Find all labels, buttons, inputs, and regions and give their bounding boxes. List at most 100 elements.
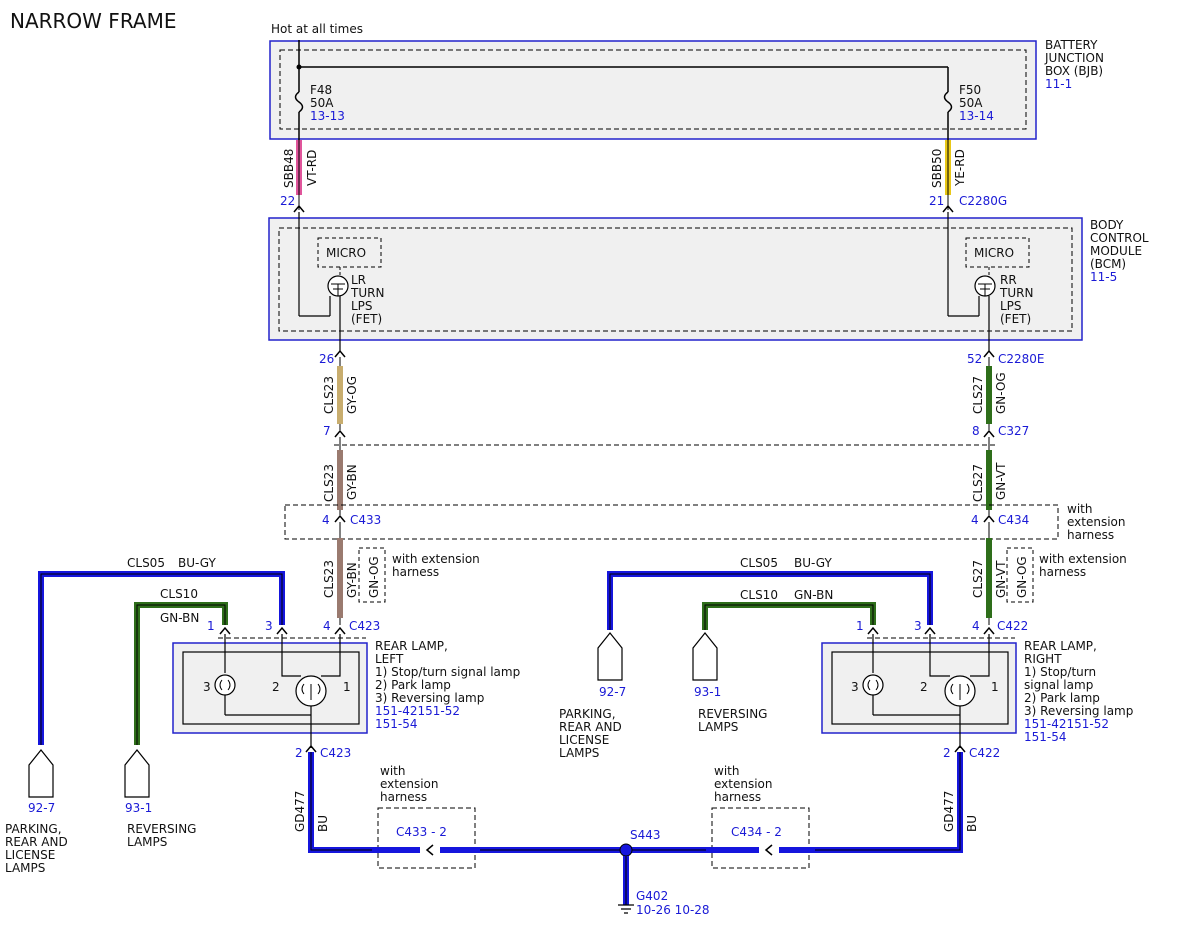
svg-text:CLS27: CLS27 bbox=[971, 464, 985, 502]
svg-text:with: with bbox=[714, 764, 739, 778]
svg-text:1: 1 bbox=[343, 680, 351, 694]
c423-label: C423 bbox=[349, 619, 380, 633]
svg-text:CLS27: CLS27 bbox=[971, 560, 985, 598]
wire-cls23-gy-bn: CLS23 GY-BN bbox=[322, 437, 359, 515]
ground-g402: G402 10-26 10-28 bbox=[618, 856, 710, 917]
svg-text:4: 4 bbox=[971, 513, 979, 527]
svg-text:CLS10: CLS10 bbox=[740, 588, 778, 602]
wire-sbb50: SBB50 YE-RD 21 C2280G bbox=[929, 140, 1007, 213]
bcm-name-line2: CONTROL bbox=[1090, 231, 1149, 245]
c434-label: C434 bbox=[998, 513, 1029, 527]
c327-pin-left: 7 bbox=[323, 424, 331, 438]
svg-text:CLS05: CLS05 bbox=[127, 556, 165, 570]
svg-text:with extension: with extension bbox=[392, 552, 480, 566]
svg-text:REAR LAMP,: REAR LAMP, bbox=[1024, 639, 1097, 653]
diagram-title: NARROW FRAME bbox=[10, 9, 176, 33]
fuse-f48-id: F48 bbox=[310, 83, 332, 97]
wire-gd477: GD477 BU GD477 BU bbox=[293, 752, 979, 853]
c433-label: C433 bbox=[350, 513, 381, 527]
svg-text:PARKING,: PARKING, bbox=[559, 707, 616, 721]
rear-lamp-right: 3 2 1 REAR LAMP, RIGHT 1) Stop/turn sign… bbox=[821, 634, 1133, 748]
svg-text:LAMPS: LAMPS bbox=[698, 720, 738, 734]
svg-text:1) Stop/turn signal lamp: 1) Stop/turn signal lamp bbox=[375, 665, 520, 679]
bcm-name-line3: MODULE bbox=[1090, 244, 1142, 258]
svg-text:LAMPS: LAMPS bbox=[127, 835, 167, 849]
offpage-parking-left[interactable]: 92-7 PARKING, REAR AND LICENSE LAMPS bbox=[5, 749, 68, 875]
bcm-ref: 11-5 bbox=[1090, 270, 1117, 284]
svg-text:CLS27: CLS27 bbox=[971, 376, 985, 414]
svg-text:GN-OG: GN-OG bbox=[367, 556, 381, 598]
svg-text:REVERSING: REVERSING bbox=[127, 822, 196, 836]
reversing-bulb-icon bbox=[862, 674, 884, 696]
svg-text:GN-BN: GN-BN bbox=[160, 611, 199, 625]
rr-turn-line2: TURN bbox=[999, 286, 1033, 300]
offpage-parking-mid[interactable]: 92-7 PARKING, REAR AND LICENSE LAMPS bbox=[559, 632, 626, 760]
wire-cls05-left: CLS05 BU-GY bbox=[38, 556, 285, 745]
offpage-reversing-mid[interactable]: 93-1 REVERSING LAMPS bbox=[692, 632, 767, 734]
svg-text:CLS05: CLS05 bbox=[740, 556, 778, 570]
svg-text:1) Stop/turn: 1) Stop/turn bbox=[1024, 665, 1096, 679]
inline-connector-c434-2: C434 - 2 with extension harness bbox=[706, 764, 815, 869]
rr-turn-line3: LPS bbox=[1000, 299, 1022, 313]
fuse-f48-ref: 13-13 bbox=[310, 109, 345, 123]
svg-text:93-1: 93-1 bbox=[125, 801, 152, 815]
svg-text:signal lamp: signal lamp bbox=[1024, 678, 1093, 692]
sbb48-circuit: SBB48 bbox=[282, 149, 296, 188]
svg-text:4: 4 bbox=[972, 619, 980, 633]
svg-text:GN-BN: GN-BN bbox=[794, 588, 833, 602]
connector-arrow-icon bbox=[334, 349, 346, 358]
rr-turn-line1: RR bbox=[1000, 273, 1017, 287]
svg-text:S443: S443 bbox=[630, 828, 661, 842]
bjb-name-line3: BOX (BJB) bbox=[1045, 64, 1103, 78]
lr-turn-line1: LR bbox=[351, 273, 366, 287]
svg-text:3) Reversing lamp: 3) Reversing lamp bbox=[375, 691, 484, 705]
svg-text:3: 3 bbox=[203, 680, 211, 694]
svg-text:3: 3 bbox=[851, 680, 859, 694]
svg-text:REAR LAMP,: REAR LAMP, bbox=[375, 639, 448, 653]
svg-text:GD477: GD477 bbox=[293, 791, 307, 832]
svg-text:2: 2 bbox=[943, 746, 951, 760]
svg-text:harness: harness bbox=[714, 790, 761, 804]
c2280g-pin-left: 22 bbox=[280, 194, 295, 208]
wire-cls23-lower: CLS23 GY-BN GN-OG with extension harness bbox=[322, 522, 480, 625]
svg-text:G402: G402 bbox=[636, 889, 668, 903]
svg-text:2: 2 bbox=[295, 746, 303, 760]
svg-text:C422: C422 bbox=[969, 746, 1000, 760]
fuse-f50-amps: 50A bbox=[959, 96, 983, 110]
sbb48-color: VT-RD bbox=[305, 150, 319, 186]
bcm-name-line1: BODY bbox=[1090, 218, 1124, 232]
lr-turn-line3: LPS bbox=[351, 299, 373, 313]
svg-text:3) Reversing lamp: 3) Reversing lamp bbox=[1024, 704, 1133, 718]
rear-lamp-left: 3 2 1 REAR LAMP, LEFT 1) Stop/turn signa… bbox=[172, 634, 520, 748]
svg-text:2: 2 bbox=[272, 680, 280, 694]
c2280e-pin-left: 26 bbox=[319, 352, 334, 366]
svg-text:GD477: GD477 bbox=[942, 791, 956, 832]
c2280g-label: C2280G bbox=[959, 194, 1007, 208]
svg-text:3: 3 bbox=[914, 619, 922, 633]
svg-text:92-7: 92-7 bbox=[599, 685, 626, 699]
svg-text:REAR AND: REAR AND bbox=[559, 720, 622, 734]
svg-text:1: 1 bbox=[207, 619, 215, 633]
svg-text:extension: extension bbox=[1067, 515, 1126, 529]
fuse-f50-ref: 13-14 bbox=[959, 109, 994, 123]
offpage-connector-icon bbox=[597, 632, 623, 681]
offpage-reversing-left[interactable]: 93-1 REVERSING LAMPS bbox=[124, 749, 196, 849]
connector-arrow-icon bbox=[293, 204, 305, 213]
svg-text:with extension: with extension bbox=[1039, 552, 1127, 566]
svg-text:GN-OG: GN-OG bbox=[994, 372, 1008, 414]
splice-icon bbox=[619, 843, 633, 857]
bjb-ref: 11-1 bbox=[1045, 77, 1072, 91]
svg-text:LICENSE: LICENSE bbox=[559, 733, 609, 747]
svg-text:151-54: 151-54 bbox=[1024, 730, 1067, 744]
svg-text:GN-VT: GN-VT bbox=[994, 560, 1008, 598]
bcm-name-line4: (BCM) bbox=[1090, 257, 1126, 271]
sbb50-color: YE-RD bbox=[953, 149, 967, 187]
svg-text:CLS23: CLS23 bbox=[322, 376, 336, 414]
splice-s443: S443 bbox=[619, 828, 661, 857]
fuse-f48-amps: 50A bbox=[310, 96, 334, 110]
svg-text:92-7: 92-7 bbox=[28, 801, 55, 815]
svg-text:with: with bbox=[380, 764, 405, 778]
svg-text:BU: BU bbox=[316, 815, 330, 832]
svg-text:GN-VT: GN-VT bbox=[994, 462, 1008, 500]
